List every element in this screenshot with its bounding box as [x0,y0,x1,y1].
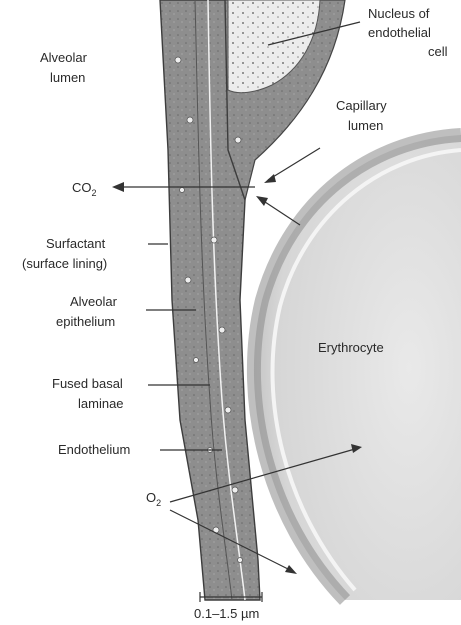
label-o2: O2 [146,490,161,508]
label-fused-basal: Fused basal [52,376,123,391]
label-alveolar-epithelium: Alveolar [70,294,118,309]
label-nucleus-2: endothelial [368,25,431,40]
label-surfactant-2: (surface lining) [22,256,107,271]
label-scale: 0.1–1.5 µm [194,606,259,621]
label-fused-basal-2: laminae [78,396,124,411]
label-alveolar-lumen: Alveolar [40,50,88,65]
label-erythrocyte: Erythrocyte [318,340,384,355]
erythrocyte [254,135,461,600]
label-alveolar-epithelium-2: epithelium [56,314,115,329]
label-alveolar-lumen-2: lumen [50,70,85,85]
label-endothelium: Endothelium [58,442,130,457]
label-nucleus-3: cell [428,44,448,59]
label-nucleus: Nucleus of [368,6,430,21]
label-surfactant: Surfactant [46,236,106,251]
label-co2: CO2 [72,180,97,198]
label-capillary-lumen: Capillary [336,98,387,113]
label-capillary-lumen-2: lumen [348,118,383,133]
